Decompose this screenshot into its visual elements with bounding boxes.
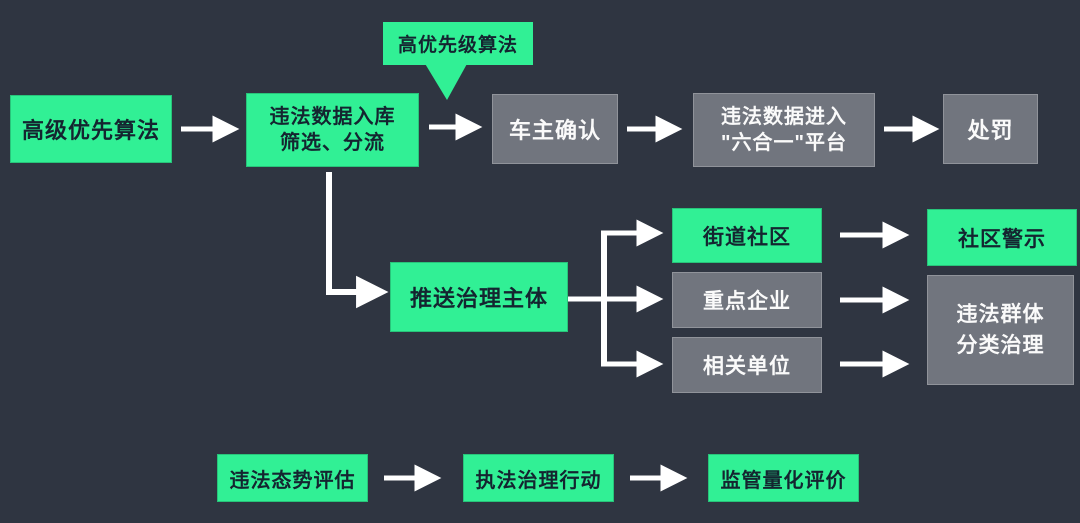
- node-label: 违法群体 分类治理: [956, 303, 1045, 357]
- node-push-governance-subject: 推送治理主体: [390, 262, 568, 332]
- connector-intake-to-push: [326, 172, 389, 309]
- node-label: 车主确认: [508, 118, 601, 143]
- node-label: 违法态势评估: [229, 469, 356, 492]
- node-advanced-priority-algorithm: 高级优先算法: [10, 95, 172, 163]
- node-label: 重点企业: [703, 290, 791, 313]
- node-owner-confirmation: 车主确认: [492, 94, 618, 164]
- node-illegal-group-classified-governance: 违法群体 分类治理: [927, 275, 1074, 385]
- node-punishment: 处罚: [943, 94, 1038, 164]
- node-community-warning: 社区警示: [927, 209, 1077, 266]
- node-street-community: 街道社区: [672, 208, 822, 263]
- node-enforcement-governance-action: 执法治理行动: [463, 454, 614, 502]
- node-label: 违法数据入库 筛选、分流: [269, 106, 396, 154]
- node-label: 社区警示: [958, 227, 1046, 251]
- node-data-into-platform: 违法数据进入 "六合一"平台: [693, 93, 875, 167]
- node-label: 街道社区: [703, 225, 791, 249]
- node-label: 处罚: [967, 118, 1014, 143]
- node-key-enterprises: 重点企业: [672, 272, 822, 328]
- node-label: 高级优先算法: [21, 118, 160, 143]
- node-label: 监管量化评价: [720, 469, 847, 492]
- callout-label: 高优先级算法: [397, 35, 518, 56]
- node-label: 相关单位: [703, 355, 791, 378]
- node-label: 推送治理主体: [409, 286, 548, 311]
- node-illegal-situation-assessment: 违法态势评估: [217, 454, 368, 502]
- node-supervision-quantitative-evaluation: 监管量化评价: [708, 454, 859, 502]
- node-illegal-data-intake: 违法数据入库 筛选、分流: [246, 93, 419, 167]
- callout-high-priority-algorithm: 高优先级算法: [383, 22, 533, 65]
- node-related-units: 相关单位: [672, 337, 822, 393]
- node-label: 执法治理行动: [475, 469, 602, 492]
- callout-tail: [424, 62, 468, 100]
- node-label: 违法数据进入 "六合一"平台: [721, 106, 847, 154]
